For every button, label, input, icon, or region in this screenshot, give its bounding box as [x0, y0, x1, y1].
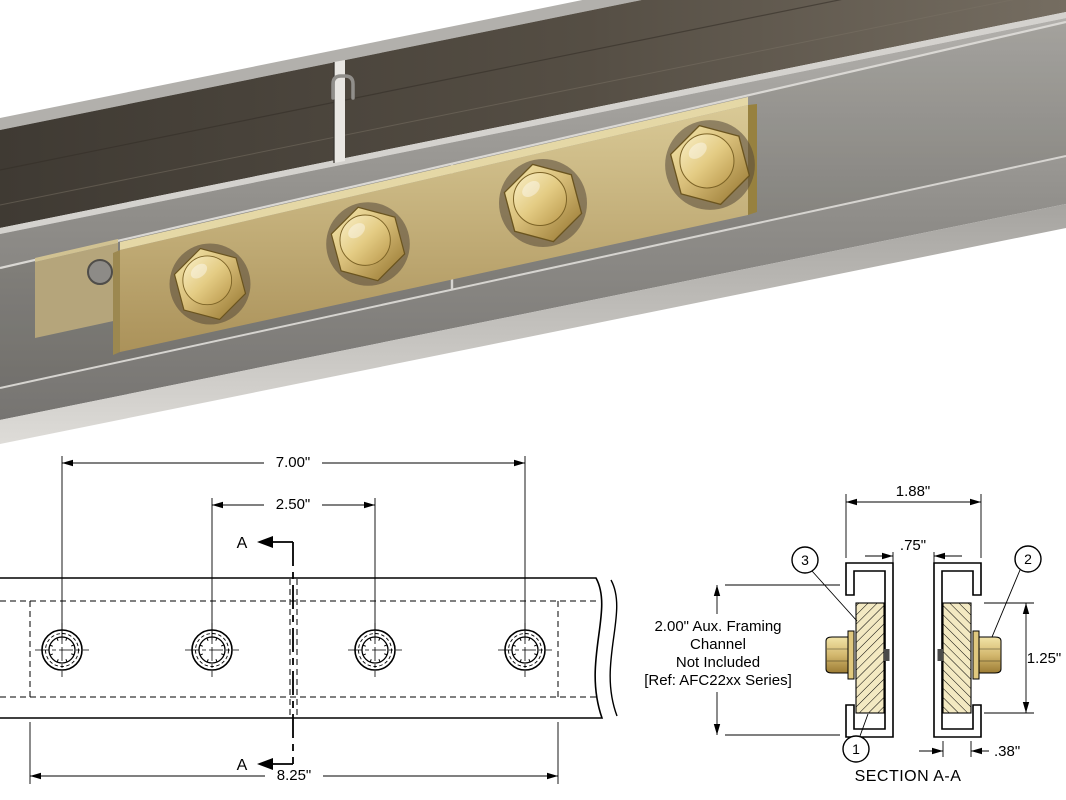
joint-clip-icon: [331, 74, 355, 100]
balloon-2: 2: [991, 545, 1042, 638]
channel-top-edge-highlight: [0, 12, 1066, 234]
hex-bolt-3d: [168, 242, 252, 326]
dim-bar-thickness: .38": [919, 741, 1020, 760]
dim-text-075: .75": [900, 537, 926, 554]
balloon-1: 1: [842, 713, 870, 763]
note-text-mask: [626, 614, 810, 692]
hex-bolt-3d: [664, 119, 756, 211]
dim-overall-width: 1.88": [845, 483, 982, 558]
dim-text-700: 7.00": [276, 454, 311, 471]
hex-bolt-3d: [325, 201, 411, 287]
dim-text-825: 8.25": [277, 767, 312, 784]
bar-hole: [87, 259, 113, 285]
iso-view: [0, 0, 1066, 444]
ref-note-line2: Channel: [690, 636, 746, 653]
ref-note-line3: Not Included: [676, 654, 760, 671]
dim-text-038: .38": [994, 743, 1020, 760]
top-face-groove: [0, 0, 843, 171]
channel-joint-gap: [334, 60, 345, 163]
balloon-3-number: 3: [801, 552, 809, 568]
section-letter-top: A: [237, 535, 248, 552]
slot-edge-bottom: [0, 155, 1066, 389]
dim-bolt-span: 7.00": [61, 454, 526, 640]
channel-section-right: [933, 562, 1002, 738]
balloon-2-number: 2: [1024, 551, 1032, 567]
ref-note-line4: [Ref: AFC22xx Series]: [644, 672, 792, 689]
dim-text-mask: [264, 496, 322, 513]
channel-bottom-lip: [0, 204, 1066, 444]
section-arrow-icon: [257, 758, 273, 770]
section-view: 1.88" .75" 1.25" .38": [626, 483, 1061, 785]
slot-edge-top: [0, 20, 1066, 270]
channel-top-face: [0, 0, 1066, 228]
section-arrow-icon: [257, 536, 273, 548]
channel-section-left: [825, 562, 894, 738]
far-side-bar-top: [35, 239, 118, 262]
dim-gap: .75": [865, 537, 962, 565]
section-cut-line: A A: [237, 535, 294, 774]
dim-text-188: 1.88": [896, 483, 931, 500]
splice-bar-left-end: [113, 250, 120, 355]
ref-channel-dim: 2.00" Aux. Framing Channel Not Included …: [626, 584, 840, 736]
section-caption: SECTION A-A: [855, 768, 962, 785]
section-letter-bottom: A: [237, 757, 248, 774]
splice-bar-top-face: [120, 97, 748, 250]
dim-text-mask: [264, 454, 322, 471]
dim-text-mask: [265, 767, 323, 784]
balloon-3: 3: [791, 546, 858, 622]
balloon-1-number: 1: [852, 741, 860, 757]
ref-note-line1: 2.00" Aux. Framing: [654, 618, 781, 635]
plan-view: 7.00" 2.50" 8.25" A A: [0, 454, 618, 784]
top-face-groove2: [0, 0, 1015, 206]
dim-overall: 8.25": [29, 722, 559, 784]
hex-bolt-3d: [498, 158, 588, 248]
dim-bar-height: 1.25": [984, 602, 1062, 714]
splice-bar: [120, 105, 748, 352]
dim-text-125: 1.25": [1027, 650, 1062, 667]
break-line: [609, 579, 618, 717]
channel-strip-outline: [0, 577, 604, 719]
dim-text-250: 2.50": [276, 496, 311, 513]
dim-bolt-inner: 2.50": [211, 496, 376, 640]
